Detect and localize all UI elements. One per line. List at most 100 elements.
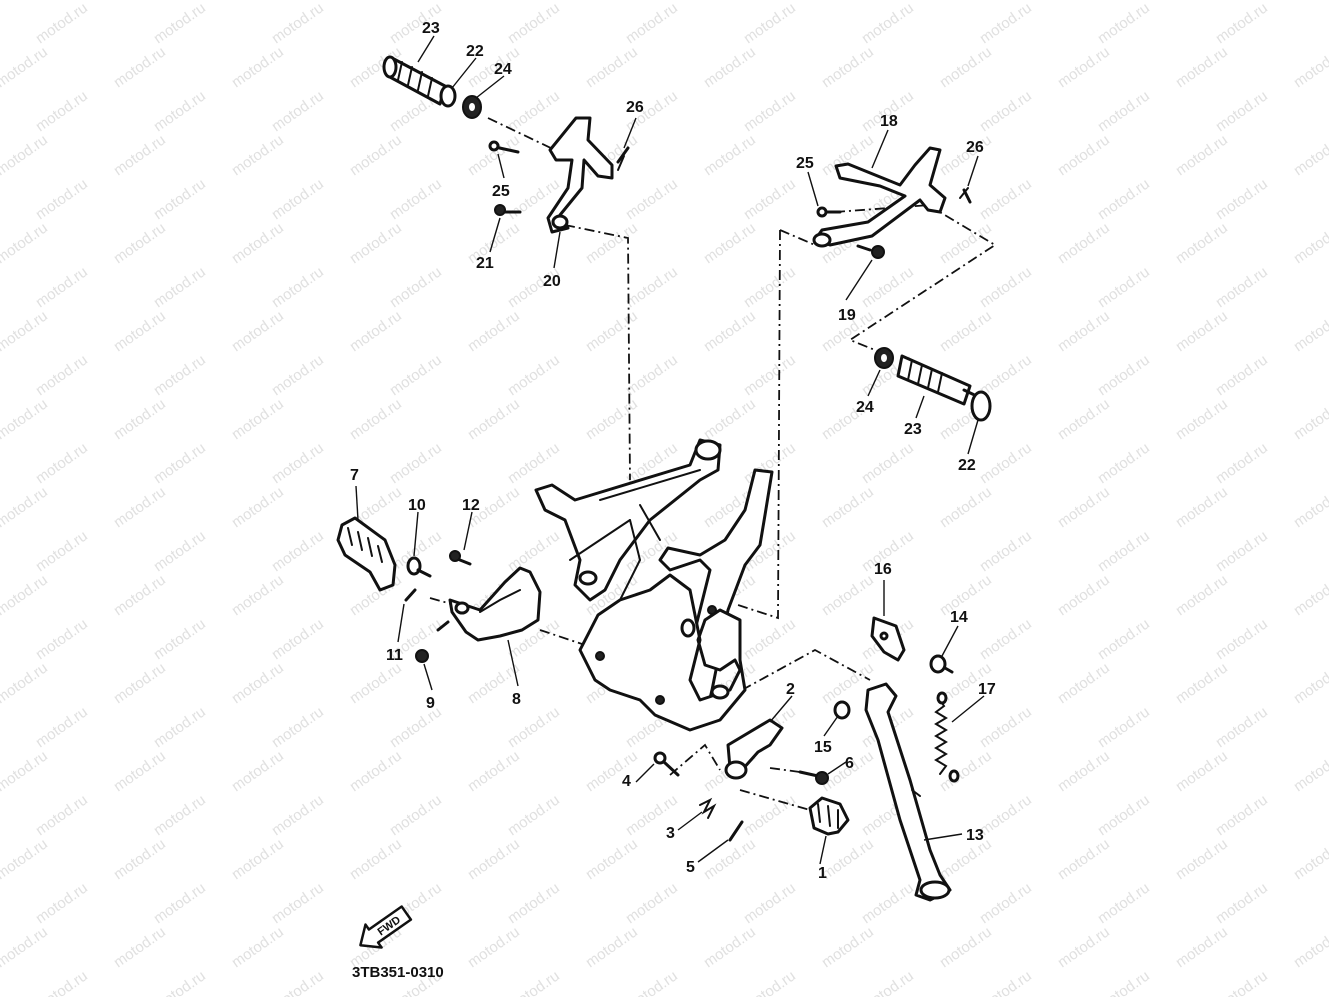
watermark-text: motod.ru — [0, 307, 51, 355]
callout-23: 23 — [422, 20, 440, 37]
watermark-text: motod.ru — [111, 43, 169, 91]
watermark-text: motod.ru — [623, 879, 681, 927]
watermark-text: motod.ru — [505, 527, 563, 575]
watermark-text: motod.ru — [33, 967, 91, 997]
watermark-text: motod.ru — [465, 307, 523, 355]
watermark-text: motod.ru — [583, 835, 641, 883]
watermark-text: motod.ru — [701, 923, 759, 971]
watermark-text: motod.ru — [269, 527, 327, 575]
watermark-text: motod.ru — [859, 967, 917, 997]
watermark-text: motod.ru — [819, 835, 877, 883]
watermark-text: motod.ru — [1055, 219, 1113, 267]
watermark-text: motod.ru — [505, 879, 563, 927]
watermark-text: motod.ru — [1213, 527, 1271, 575]
watermark-text: motod.ru — [387, 263, 445, 311]
callout-24: 24 — [494, 61, 512, 78]
watermark-text: motod.ru — [1291, 923, 1329, 971]
watermark-text: motod.ru — [1213, 263, 1271, 311]
callout-25: 25 — [796, 155, 814, 172]
watermark-text: motod.ru — [1095, 791, 1153, 839]
watermark-text: motod.ru — [151, 439, 209, 487]
watermark-text: motod.ru — [1095, 0, 1153, 47]
watermark-text: motod.ru — [977, 439, 1035, 487]
watermark-text: motod.ru — [977, 87, 1035, 135]
watermark-text: motod.ru — [0, 747, 51, 795]
watermark-text: motod.ru — [859, 879, 917, 927]
watermark-text: motod.ru — [229, 219, 287, 267]
watermark-text: motod.ru — [0, 131, 51, 179]
watermark-text: motod.ru — [583, 43, 641, 91]
watermark-text: motod.ru — [229, 571, 287, 619]
watermark-text: motod.ru — [1213, 879, 1271, 927]
watermark-text: motod.ru — [1095, 879, 1153, 927]
watermark-text: motod.ru — [937, 0, 995, 3]
watermark-text: motod.ru — [623, 175, 681, 223]
watermark-text: motod.ru — [977, 527, 1035, 575]
watermark-text: motod.ru — [1213, 615, 1271, 663]
watermark-text: motod.ru — [623, 351, 681, 399]
watermark-text: motod.ru — [505, 791, 563, 839]
watermark-text: motod.ru — [505, 703, 563, 751]
watermark-text: motod.ru — [1055, 747, 1113, 795]
watermark-text: motod.ru — [1095, 527, 1153, 575]
callout-labels: 23 22 24 26 25 21 20 18 25 26 19 24 23 2… — [350, 20, 996, 882]
watermark-text: motod.ru — [701, 43, 759, 91]
watermark-text: motod.ru — [387, 351, 445, 399]
watermark-text: motod.ru — [387, 439, 445, 487]
watermark-text: motod.ru — [1291, 131, 1329, 179]
watermark-text: motod.ru — [229, 307, 287, 355]
watermark-text: motod.ru — [1291, 747, 1329, 795]
watermark-text: motod.ru — [33, 263, 91, 311]
callout-7: 7 — [350, 467, 359, 484]
watermark-text: motod.ru — [151, 615, 209, 663]
watermark-text: motod.ru — [701, 0, 759, 3]
passenger-footrest-right — [812, 146, 992, 422]
watermark-text: motod.ru — [269, 351, 327, 399]
watermark-text: motod.ru — [269, 615, 327, 663]
watermark-text: motod.ru — [819, 923, 877, 971]
watermark-text: motod.ru — [151, 791, 209, 839]
watermark-text: motod.ru — [977, 703, 1035, 751]
watermark-text: motod.ru — [819, 571, 877, 619]
watermark-text: motod.ru — [1055, 0, 1113, 3]
callout-9: 9 — [426, 695, 435, 712]
callout-14: 14 — [950, 609, 968, 626]
watermark-text: motod.ru — [819, 483, 877, 531]
watermark-text: motod.ru — [819, 0, 877, 3]
watermark-text: motod.ru — [741, 263, 799, 311]
watermark-text: motod.ru — [937, 307, 995, 355]
watermark-text: motod.ru — [701, 395, 759, 443]
watermark-text: motod.ru — [1055, 659, 1113, 707]
watermark-text: motod.ru — [33, 175, 91, 223]
watermark-text: motod.ru — [1095, 175, 1153, 223]
watermark-text: motod.ru — [859, 263, 917, 311]
leader-lines — [355, 35, 985, 865]
callout-22: 22 — [466, 43, 484, 60]
watermark-text: motod.ru — [269, 703, 327, 751]
callout-8: 8 — [512, 691, 521, 708]
callout-5: 5 — [686, 859, 695, 876]
callout-23: 23 — [904, 421, 922, 438]
watermark-text: motod.ru — [269, 791, 327, 839]
watermark-text: motod.ru — [465, 0, 523, 3]
watermark-text: motod.ru — [33, 87, 91, 135]
watermark-text: motod.ru — [1095, 615, 1153, 663]
watermark-text: motod.ru — [741, 351, 799, 399]
watermark-text: motod.ru — [229, 747, 287, 795]
watermark-text: motod.ru — [0, 395, 51, 443]
watermark-text: motod.ru — [505, 439, 563, 487]
watermark-text: motod.ru — [269, 0, 327, 47]
watermark-text: motod.ru — [151, 879, 209, 927]
watermark-text: motod.ru — [465, 923, 523, 971]
rider-footrest-left — [336, 516, 542, 663]
watermark-text: motod.ru — [937, 923, 995, 971]
watermark-text: motod.ru — [505, 967, 563, 997]
watermark-text: motod.ru — [741, 0, 799, 47]
watermark-text: motod.ru — [269, 175, 327, 223]
watermark-text: motod.ru — [111, 0, 169, 3]
callout-26: 26 — [966, 139, 984, 156]
watermark-text: motod.ru — [505, 0, 563, 47]
watermark-text: motod.ru — [269, 879, 327, 927]
watermark-text: motod.ru — [0, 659, 51, 707]
watermark-text: motod.ru — [583, 395, 641, 443]
